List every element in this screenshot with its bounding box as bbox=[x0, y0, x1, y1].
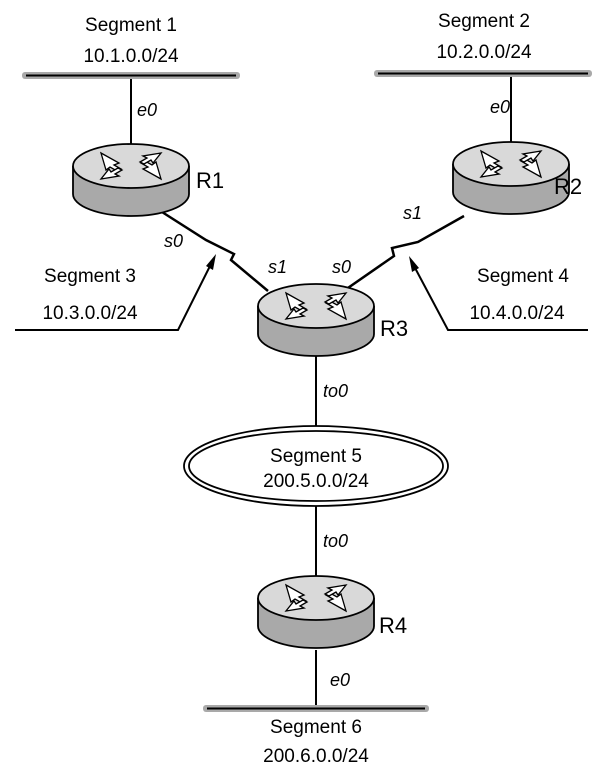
r1-e0-label: e0 bbox=[137, 100, 157, 120]
segment-3-arrowhead bbox=[206, 254, 216, 270]
segment-2-bar bbox=[374, 70, 592, 77]
r4-e0-label: e0 bbox=[330, 670, 350, 690]
segment-1-bar bbox=[22, 72, 240, 79]
router-r4-label: R4 bbox=[379, 613, 407, 638]
serial-link-r1-r3 bbox=[161, 210, 269, 292]
segment-4-arrowhead bbox=[409, 256, 419, 272]
segment-5-network: 200.5.0.0/24 bbox=[263, 471, 369, 492]
segment-5-name: Segment 5 bbox=[270, 446, 362, 467]
router-r4-icon bbox=[257, 575, 375, 649]
token-ring-segment-5 bbox=[183, 425, 449, 507]
r3-s0-label: s0 bbox=[332, 257, 351, 277]
segment-3-network: 10.3.0.0/24 bbox=[42, 303, 138, 324]
r4-to0-label: to0 bbox=[323, 531, 348, 551]
segment-4-leader bbox=[413, 265, 588, 331]
segment-2-network: 10.2.0.0/24 bbox=[436, 42, 532, 63]
router-r1-label: R1 bbox=[196, 168, 224, 193]
router-r3-label: R3 bbox=[380, 316, 408, 341]
serial-link-r2-r3 bbox=[344, 214, 465, 292]
segment-6-network: 200.6.0.0/24 bbox=[263, 746, 369, 767]
segment-4-name: Segment 4 bbox=[477, 266, 569, 287]
segment-1-network: 10.1.0.0/24 bbox=[83, 46, 179, 67]
r3-s1-label: s1 bbox=[268, 257, 287, 277]
r2-s1-label: s1 bbox=[403, 203, 422, 223]
router-r2-icon bbox=[452, 141, 570, 215]
r1-s0-label: s0 bbox=[164, 231, 183, 251]
r3-to0-label: to0 bbox=[323, 381, 348, 401]
segment-6-bar bbox=[203, 705, 429, 712]
router-r3-icon bbox=[257, 283, 375, 357]
segment-1-name: Segment 1 bbox=[85, 15, 177, 36]
segment-6-name: Segment 6 bbox=[270, 717, 362, 738]
router-r1-icon bbox=[72, 143, 190, 217]
segment-2-name: Segment 2 bbox=[438, 11, 530, 32]
r2-e0-label: e0 bbox=[490, 97, 510, 117]
segment-3-name: Segment 3 bbox=[44, 266, 136, 287]
segment-3-leader bbox=[15, 263, 212, 331]
segment-4-network: 10.4.0.0/24 bbox=[469, 303, 565, 324]
router-r2-label: R2 bbox=[554, 174, 582, 199]
